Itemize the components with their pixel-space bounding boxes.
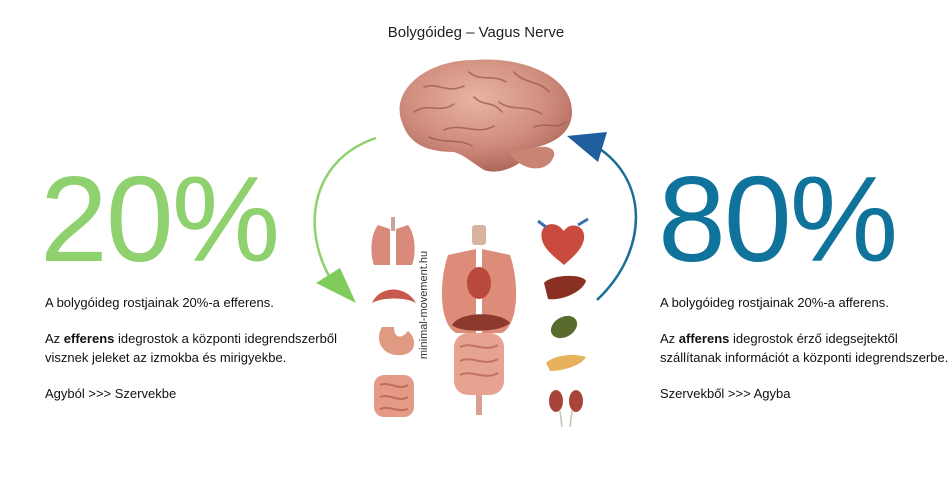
efferent-arrowhead-icon <box>316 268 356 303</box>
pancreas-icon <box>546 355 586 371</box>
efferent-para-start: Az <box>45 331 64 346</box>
intestine-icon <box>374 375 414 417</box>
afferent-line1: A bolygóideg rostjainak 20%-a afferens. <box>660 295 889 310</box>
gallbladder-icon <box>550 315 578 339</box>
afferent-description: A bolygóideg rostjainak 20%-a afferens. … <box>660 293 950 420</box>
watermark: minimal-movement.hu <box>417 225 431 385</box>
efferent-keyword: efferens <box>63 331 115 346</box>
watermark-text: minimal-movement.hu <box>418 250 430 360</box>
liver-icon <box>544 275 586 300</box>
lungs-icon <box>371 217 415 265</box>
afferent-para-start: Az <box>660 331 679 346</box>
stomach-icon <box>378 327 415 356</box>
afferent-percent: 80% <box>658 151 898 287</box>
afferent-direction: Szervekből >>> Agyba <box>660 386 791 401</box>
diaphragm-icon <box>372 289 416 303</box>
afferent-arrowhead-icon <box>567 132 607 162</box>
efferent-paragraph: Az efferens idegrostok a központi idegre… <box>45 329 345 367</box>
efferent-description: A bolygóideg rostjainak 20%-a efferens. … <box>45 293 345 420</box>
kidneys-icon <box>549 390 583 428</box>
afferent-keyword: afferens <box>678 331 730 346</box>
afferent-arrow <box>567 132 638 301</box>
afferent-para-end: idegrostok érző idegsejtektől szállítana… <box>660 331 949 365</box>
organs-illustration <box>371 217 589 428</box>
efferent-direction: Agyból >>> Szervekbe <box>45 386 177 401</box>
efferent-para-end: idegrostok a központi idegrendszerből vi… <box>45 331 337 365</box>
efferent-arrow <box>313 136 377 303</box>
heart-icon <box>537 217 589 265</box>
efferent-percent: 20% <box>40 151 280 287</box>
brain-icon <box>399 59 573 172</box>
torso-organs-icon <box>441 225 517 415</box>
diagram-title: Bolygóideg – Vagus Nerve <box>387 24 565 41</box>
efferent-line1: A bolygóideg rostjainak 20%-a efferens. <box>45 295 274 310</box>
afferent-paragraph: Az afferens idegrostok érző idegsejtektő… <box>660 329 950 367</box>
